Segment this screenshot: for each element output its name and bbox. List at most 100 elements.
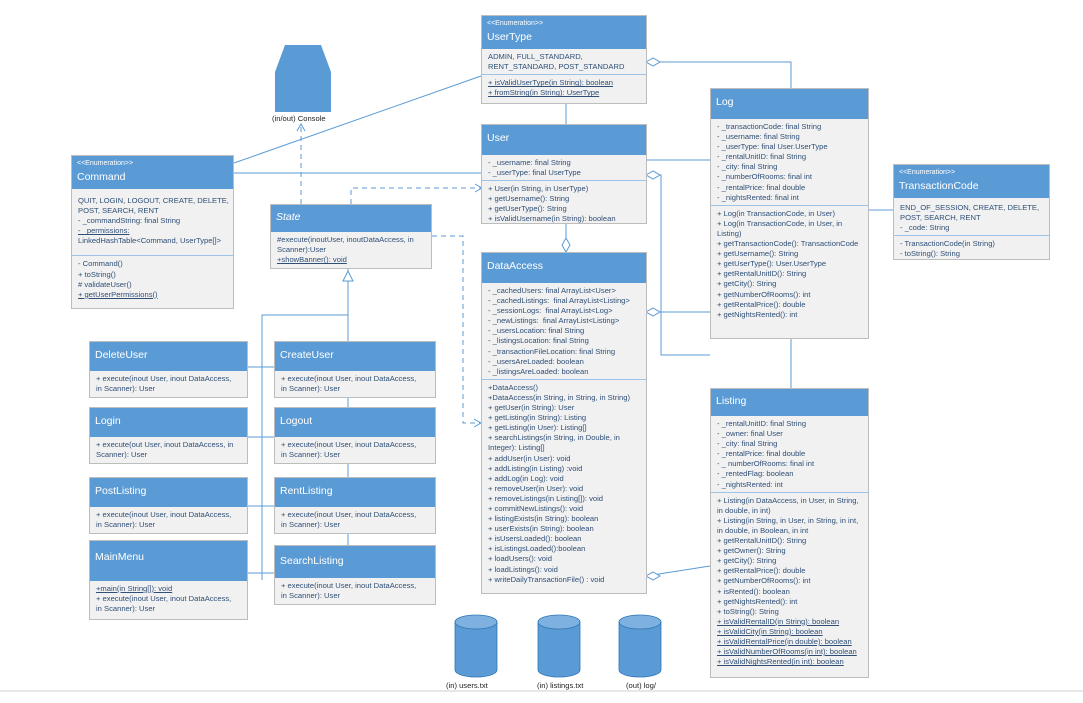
method: + execute(inout User, inout DataAccess, [96,374,232,383]
logout-class: Logout + execute(inout User, inout DataA… [274,407,436,464]
class-header: <<Enumeration>> TransactionCode [894,165,1049,198]
methods-section: - Command() + toString() # validateUser(… [72,256,233,301]
method: in Scanner): User [281,384,341,394]
methods-section: + execute(inout User, inout DataAccess, … [90,507,247,532]
class-title: Command [77,171,126,183]
method: + addListing(in Listing) :void [488,463,583,473]
class-title: User [487,132,510,144]
methods-section: + execute(inout User, inout DataAccess, … [275,371,435,396]
method: + Listing(in String, in User, in String,… [717,515,859,525]
log-db-body [618,622,662,678]
method: + getUser(in String): User [488,403,575,413]
listings-db-top [537,614,581,630]
methods-section: + execute(inout User, inout DataAccess, … [275,578,435,603]
attribute: - _username: final String [488,158,571,167]
method: + execute(out User, inout DataAccess, in [96,440,234,449]
attribute: POST, SEARCH, RENT [900,213,981,223]
method: +DataAccess(in String, in String, in Str… [488,392,631,402]
listings-db-body [537,622,581,678]
attribute: - _usersLocation: final String [488,326,585,336]
method: Integer): Listing[] [488,443,545,453]
dependency-arrowhead [296,122,306,132]
attribute: - _permissions: [78,226,130,236]
mainmenu-class: MainMenu +main(in String[]): void + exec… [89,540,248,620]
method: + writeDailyTransactionFile() : void [488,574,605,584]
class-title: CreateUser [280,349,334,361]
attribute: - _city: final String [717,162,778,172]
user-class: User - _username: final String - _userTy… [481,124,647,224]
attributes-section: ADMIN, FULL_STANDARD, RENT_STANDARD, POS… [482,49,646,76]
method: + isValidNumberOfRooms(in int): boolean [717,647,857,657]
class-header: <<Enumeration>> UserType [482,16,646,49]
attribute: - _rentalPrice: final double [717,449,806,459]
class-title: Logout [280,415,313,427]
method: + getListing(in String): Listing [488,413,587,423]
methods-section: + execute(inout User, inout DataAccess, … [90,371,247,396]
methods-section: + User(in String, in UserType) + getUser… [482,181,646,226]
method: + removeListings(in Listing[]): void [488,493,604,503]
method: + execute(inout User, inout DataAccess, [281,374,417,383]
class-title: UserType [487,31,532,43]
method: + getNightsRented(): int [717,309,798,319]
command-class: <<Enumeration>> Command QUIT, LOGIN, LOG… [71,155,234,309]
attribute: - _listingsAreLoaded: boolean [488,366,589,376]
attribute: ADMIN, FULL_STANDARD, [488,52,583,61]
class-title: DeleteUser [95,349,148,361]
method: + getOwner(): String [717,546,786,556]
stereotype: <<Enumeration>> [77,160,134,167]
attribute: - _transactionCode: final String [717,122,822,131]
usertype-log-association [646,61,792,88]
users-db-body [454,622,498,678]
method: + getCity(): String [717,279,777,289]
class-header: SearchListing [275,546,435,578]
methods-section: +main(in String[]): void + execute(inout… [90,581,247,616]
class-title: DataAccess [487,260,544,272]
attribute: END_OF_SESSION, CREATE, DELETE, [900,203,1040,212]
method: + removeUser(in User): void [488,483,584,493]
method: in Scanner): User [281,520,341,530]
attribute: - _usersAreLoaded: boolean [488,356,584,366]
class-header: DeleteUser [90,342,247,371]
method: in Scanner): User [96,520,156,530]
methods-section: + Log(in TransactionCode, in User) + Log… [711,206,868,322]
aggregation-diamond [644,57,662,67]
method: + isValidRentalID(in String): boolean [717,616,840,626]
class-header: <<Enumeration>> Command [72,156,233,189]
methods-section: +DataAccess() +DataAccess(in String, in … [482,380,646,587]
method: in Scanner): User [96,384,156,394]
method: + isValidCity(in String): boolean [717,626,823,636]
method: + searchListings(in String, in Double, i… [488,433,620,443]
state-dataaccess-dependency [432,235,480,424]
class-header: Login [90,408,247,437]
method: + getNightsRented(): int [717,596,798,606]
method: + getTransactionCode(): TransactionCode [717,239,859,249]
method: + getRentalUnitID(): String [717,536,807,546]
methods-section: + execute(out User, inout DataAccess, in… [90,437,247,462]
postlisting-class: PostListing + execute(inout User, inout … [89,477,248,534]
method: + userExists(in String): boolean [488,524,594,534]
method: + loadListings(): void [488,564,558,574]
method: - toString(): String [900,249,960,259]
class-title: SearchListing [280,555,344,567]
log-db-label: (out) log/ [626,681,656,690]
attribute: - _rentalUnitID: final String [717,419,807,428]
method: + isUsersLoaded(): boolean [488,534,582,544]
createuser-class: CreateUser + execute(inout User, inout D… [274,341,436,398]
command-usertype-association [233,75,482,164]
class-title: Login [95,415,121,427]
aggregation-diamond [644,571,662,581]
user-listing-association [646,174,710,356]
attribute: - _nightsRented: final int [717,192,799,202]
methods-section: + execute(inout User, inout DataAccess, … [275,437,435,462]
attributes-section: - _transactionCode: final String - _user… [711,119,868,206]
class-title: State [276,211,301,223]
rentlisting-class: RentListing + execute(inout User, inout … [274,477,436,534]
attributes-section: QUIT, LOGIN, LOGOUT, CREATE, DELETE, POS… [72,189,233,257]
method: +showBanner(): void [277,255,347,265]
class-header: State [271,205,431,232]
attribute: - _nightsRented: int [717,479,783,489]
method: + isValidNightsRented(in int): boolean [717,657,844,667]
method: + getCity(): String [717,556,777,566]
method: + isListingsLoaded():boolean [488,544,586,554]
